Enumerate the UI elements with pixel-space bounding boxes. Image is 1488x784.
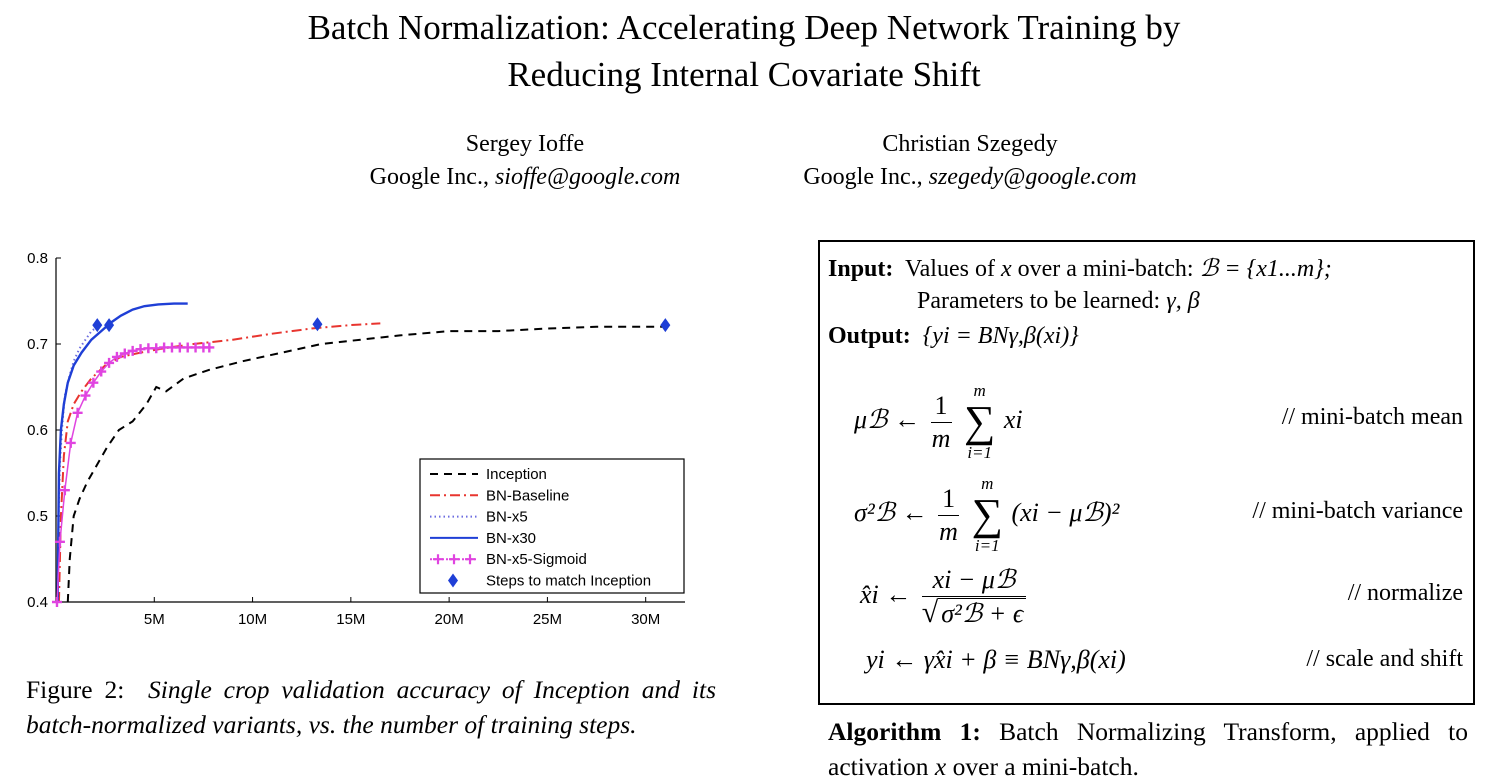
line-bn-x5 [56,325,98,603]
comment-mean: // mini-batch mean [1281,404,1463,430]
legend-label-bn-x30: BN-x30 [486,530,536,547]
legend-label-inception: Inception [486,466,547,483]
marker-bn-x5-sigmoid [127,345,138,356]
legend-label-bn-x5: BN-x5 [486,509,528,526]
marker-bn-x5-sigmoid [72,407,83,418]
author-affiliation: Google Inc., sioffe@google.com [369,164,681,190]
marker-bn-x5-sigmoid [65,437,76,448]
marker-steps-to-match-inception [312,317,323,332]
legend-marker-bn-x5-sigmoid [433,554,443,565]
output-label: Output: [828,323,911,349]
comment-variance: // mini-batch variance [1252,498,1463,524]
marker-bn-x5-sigmoid [119,348,130,359]
algorithm-box: Input: Values of x over a mini-batch: ℬ … [818,240,1475,705]
marker-bn-x5-sigmoid [51,597,62,607]
algorithm-caption: Algorithm 1: Batch Normalizing Transform… [828,717,1469,781]
validation-accuracy-chart: 5M 10M 15M 20M 25M 30M 0.4 0.5 0.6 0.7 0.8Inceptio… [27,250,685,628]
comment-scale-shift: // scale and shift [1306,646,1463,672]
figure-caption-label: Figure 2: [26,675,125,704]
marker-bn-x5-sigmoid [204,342,215,353]
legend-marker-bn-x5-sigmoid [465,554,475,565]
author-email: szegedy@google.com [928,164,1137,190]
equation-scale-shift: yi ← γx̂i + β ≡ BNγ,β(xi) [866,645,1126,674]
input-set: ℬ = {x1...m}; [1199,256,1332,282]
figure-caption-text: Single crop validation accuracy of Incep… [26,675,717,739]
x-tick-label: 25M [533,611,562,628]
x-tick-label: 20M [435,611,464,628]
legend-label-bn-baseline: BN-Baseline [486,487,569,504]
output-expr: {yi = BNγ,β(xi)} [922,323,1079,349]
legend-swatch-steps-to-match-inception [448,573,458,588]
input-label: Input: [828,256,894,282]
algorithm-output-line: Output: {yi = BNγ,β(xi)} [828,321,1079,351]
legend-box [419,458,685,594]
y-tick-label: 0.6 [27,422,48,439]
marker-steps-to-match-inception [660,318,671,333]
marker-bn-x5-sigmoid [59,485,70,496]
marker-bn-x5-sigmoid [80,390,91,401]
algorithm-caption-label: Algorithm 1: [828,717,981,746]
author-affiliation: Google Inc., szegedy@google.com [803,164,1137,190]
x-tick-label: 30M [631,611,660,628]
y-tick-label: 0.4 [27,594,48,611]
figure-caption: Figure 2: Single crop validation accurac… [26,672,716,742]
x-tick-label: 5M [144,611,165,628]
legend-marker-bn-x5-sigmoid [449,554,459,565]
paper-title-line-2: Reducing Internal Covariate Shift [507,55,981,94]
author-1: Sergey Ioffe Google Inc., sioffe@google.… [320,128,730,194]
algorithm-params-line: Parameters to be learned: γ, β [917,288,1200,314]
marker-bn-x5-sigmoid [96,366,107,377]
marker-bn-x5-sigmoid [88,377,99,388]
equation-normalize: x̂i ← xi − μℬ√σ²ℬ + ϵ [860,564,1030,630]
marker-steps-to-match-inception [92,318,103,333]
y-tick-label: 0.8 [27,250,48,267]
line-inception [66,325,666,603]
marker-steps-to-match-inception [104,318,115,333]
legend-label-bn-x5-sigmoid: BN-x5-Sigmoid [486,551,587,568]
author-2: Christian Szegedy Google Inc., szegedy@g… [760,128,1180,194]
x-tick-label: 15M [336,611,365,628]
legend-label-steps-to-match-inception: Steps to match Inception [486,573,651,590]
y-tick-label: 0.7 [27,336,48,353]
marker-bn-x5-sigmoid [54,536,65,547]
algorithm-input-line: Input: Values of x over a mini-batch: ℬ … [828,256,1332,282]
line-bn-x30 [56,302,188,603]
line-bn-x5-sigmoid [56,346,210,603]
comment-normalize: // normalize [1347,580,1463,606]
author-name: Sergey Ioffe [465,131,585,157]
author-email: sioffe@google.com [494,164,681,190]
paper-title-line-1: Batch Normalization: Accelerating Deep N… [307,8,1181,47]
x-tick-label: 10M [238,611,267,628]
y-tick-label: 0.5 [27,508,48,525]
author-name: Christian Szegedy [882,131,1058,157]
marker-bn-x5-sigmoid [111,351,122,362]
marker-bn-x5-sigmoid [104,357,115,368]
